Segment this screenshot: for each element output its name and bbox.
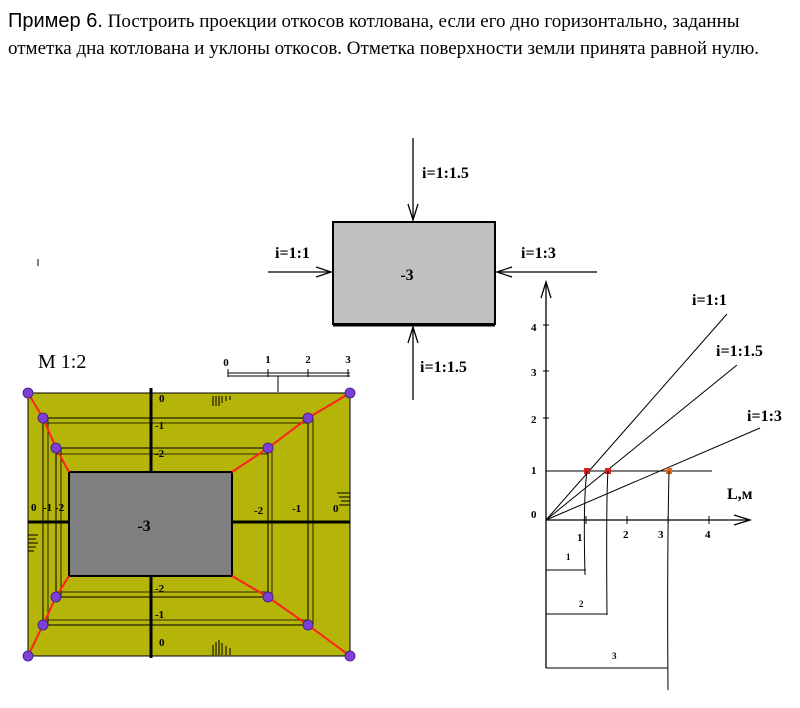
scale-tick-3: 3 (345, 354, 351, 366)
slope-label-left: i=1:1 (275, 245, 310, 262)
graph-label-slope-3: i=1:3 (747, 408, 782, 425)
arrow-left-icon (494, 266, 513, 278)
y-tick-1: 1 (531, 465, 537, 477)
line-slope-1-1 (545, 313, 728, 521)
hatch-marks (28, 396, 350, 655)
mark-bottom-2: -2 (155, 583, 165, 595)
scale-tick-1: 1 (265, 354, 271, 366)
graph-label-slope-2: i=1:1.5 (716, 343, 763, 360)
mark-right-0: 0 (333, 503, 339, 515)
length-label-1: 1 (566, 552, 571, 562)
scale-bar: 0 1 2 3 (223, 354, 351, 392)
x-tick-3: 3 (658, 529, 664, 541)
scale-tick-0: 0 (223, 357, 229, 369)
mark-left-0: 0 (31, 502, 37, 514)
x-axis-arrow-icon (733, 514, 753, 526)
mark-right-1: -1 (292, 503, 301, 515)
arrow-right-icon (315, 266, 334, 278)
y-tick-0: 0 (531, 509, 537, 521)
slope-label-top: i=1:1.5 (422, 165, 469, 182)
slope-scheme: -3 i=1:1.5 i=1:1 i=1:3 i=1:1.5 (37, 138, 597, 400)
mark-right-2: -2 (254, 505, 264, 517)
mark-left-2: -2 (55, 502, 65, 514)
plan-pit-mark: -3 (137, 518, 150, 535)
slope-graph: 4 3 2 1 0 1 2 3 4 L,м i=1:1 i=1:1.5 i=1:… (531, 279, 782, 691)
task-text: Построить проекции откосов котлована, ес… (8, 11, 760, 59)
mark-bottom-0: 0 (159, 637, 165, 649)
pit-mark-label: -3 (400, 267, 413, 284)
page-title: Пример 6. Построить проекции откосов кот… (8, 8, 794, 62)
length-label-2: 2 (579, 599, 584, 609)
arrow-up-icon (407, 324, 419, 344)
x-tick-1: 1 (577, 532, 583, 544)
mark-top-0: 0 (159, 393, 165, 405)
line-slope-1-1.5 (545, 364, 738, 521)
y-tick-3: 3 (531, 367, 537, 379)
length-label-3: 3 (612, 651, 617, 661)
y-tick-4: 4 (531, 322, 537, 334)
mark-bottom-1: -1 (155, 609, 164, 621)
slope-label-bottom: i=1:1.5 (420, 359, 467, 376)
y-axis-arrow-icon (540, 279, 552, 299)
graph-label-slope-1: i=1:1 (692, 292, 727, 309)
y-tick-2: 2 (531, 414, 537, 426)
x-tick-4: 4 (705, 529, 711, 541)
mark-top-2: -2 (155, 448, 165, 460)
ridge-lines (27, 392, 351, 657)
corner-points (22, 387, 356, 662)
example-number: Пример 6. (8, 10, 103, 32)
scale-label: М 1:2 (38, 351, 86, 373)
mark-left-1: -1 (43, 502, 52, 514)
pit-bottom-rect (332, 221, 496, 325)
x-tick-2: 2 (623, 529, 629, 541)
mark-top-1: -1 (155, 420, 164, 432)
slope-label-right: i=1:3 (521, 245, 556, 262)
arrow-down-icon (407, 203, 419, 223)
pit-bottom (68, 471, 233, 577)
line-slope-1-3 (545, 427, 761, 521)
scale-tick-2: 2 (305, 354, 311, 366)
x-axis-label: L,м (727, 486, 753, 503)
plan-drawing: М 1:2 0 1 2 3 -3 (22, 351, 356, 662)
